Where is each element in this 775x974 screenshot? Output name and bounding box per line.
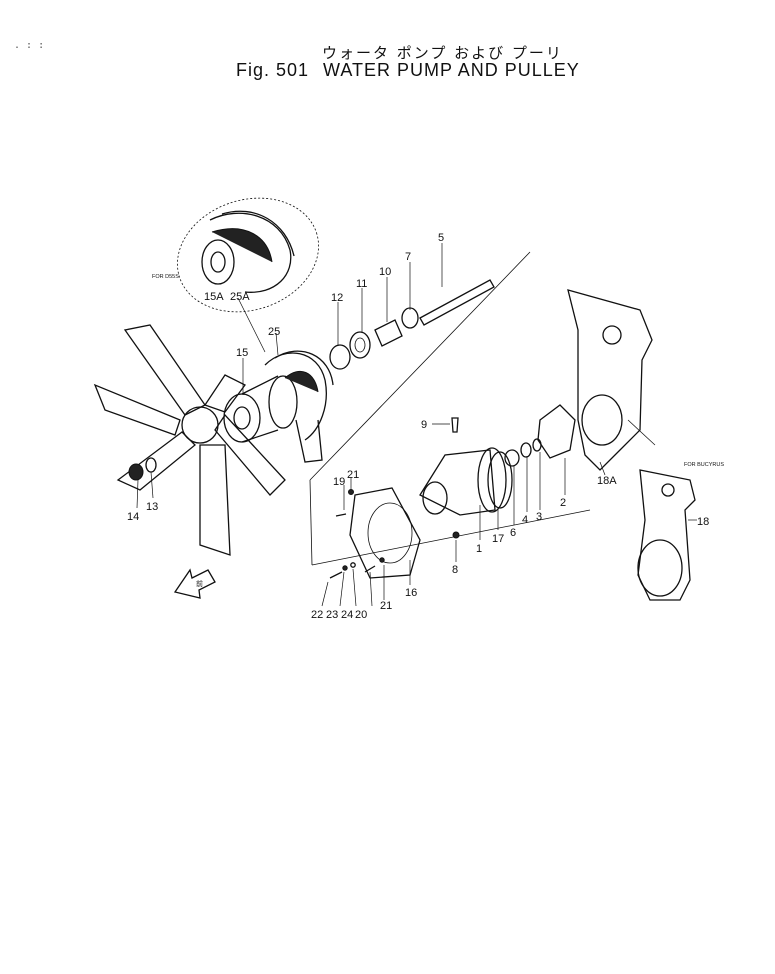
belt-pulley bbox=[264, 350, 334, 463]
label-17: 17 bbox=[492, 533, 504, 545]
label-1: 1 bbox=[476, 543, 482, 555]
bearing-11 bbox=[349, 331, 371, 359]
seal-4 bbox=[520, 442, 532, 458]
label-16: 16 bbox=[405, 587, 417, 599]
label-21-top: 21 bbox=[347, 469, 359, 481]
label-23: 23 bbox=[326, 609, 338, 621]
grease-fitting-9 bbox=[451, 417, 459, 433]
fan-assembly bbox=[93, 324, 286, 556]
label-2: 2 bbox=[560, 497, 566, 509]
assembly-frame bbox=[309, 251, 591, 566]
label-15: 15 bbox=[236, 347, 248, 359]
front-arrow-glyph: 前 bbox=[196, 579, 203, 588]
plug-8 bbox=[452, 531, 460, 539]
detail-note: FOR D55S bbox=[152, 274, 179, 280]
washer-13 bbox=[145, 457, 157, 473]
bolt-20 bbox=[364, 565, 376, 573]
seal-3 bbox=[532, 438, 542, 452]
label-10: 10 bbox=[379, 266, 391, 278]
label-21-bottom: 21 bbox=[380, 600, 392, 612]
spacer-10 bbox=[374, 319, 403, 347]
pump-housing bbox=[419, 447, 513, 516]
figure-number: Fig. 501 bbox=[236, 60, 310, 80]
detail-leader bbox=[237, 297, 266, 353]
nut-14 bbox=[128, 463, 144, 481]
label-25a: 25A bbox=[230, 291, 250, 303]
snap-ring-12 bbox=[329, 344, 351, 370]
washer-23 bbox=[342, 565, 348, 571]
washer-24 bbox=[350, 562, 356, 568]
label-13: 13 bbox=[146, 501, 158, 513]
label-11: 11 bbox=[356, 278, 367, 290]
fan-pulley bbox=[223, 375, 298, 443]
label-18a-text: 18A bbox=[597, 475, 617, 487]
label-14: 14 bbox=[127, 511, 139, 523]
bucyrus-leader bbox=[627, 419, 656, 446]
label-22: 22 bbox=[311, 609, 323, 621]
label-4: 4 bbox=[522, 514, 528, 526]
front-arrow: 前 bbox=[173, 568, 216, 599]
label-7: 7 bbox=[405, 251, 411, 263]
part-labels: 5 7 10 11 12 15A 25A 25 15 9 14 13 19 21… bbox=[127, 232, 709, 621]
label-9: 9 bbox=[421, 419, 427, 431]
bolt-19 bbox=[335, 513, 347, 517]
label-12: 12 bbox=[331, 292, 343, 304]
label-20: 20 bbox=[355, 609, 367, 621]
label-24: 24 bbox=[341, 609, 353, 621]
gear-case-18: FOR BUCYRUS bbox=[637, 462, 724, 601]
washer-21b bbox=[379, 557, 385, 563]
seal-6 bbox=[504, 449, 520, 467]
label-6: 6 bbox=[510, 527, 516, 539]
gear-case-18a bbox=[567, 289, 653, 471]
label-8: 8 bbox=[452, 564, 458, 576]
washer-21a bbox=[348, 489, 354, 495]
cover-16 bbox=[349, 487, 421, 579]
title-japanese: ウォータ ポンプ および プーリ bbox=[322, 44, 563, 62]
label-5: 5 bbox=[438, 232, 444, 244]
bearing-7 bbox=[401, 307, 419, 329]
impeller-2 bbox=[537, 404, 576, 459]
corner-marks: . : : bbox=[14, 40, 45, 51]
label-3: 3 bbox=[536, 511, 542, 523]
detail-bubble: FOR D55S bbox=[152, 197, 319, 313]
figure-title: Fig. 501 WATER PUMP AND PULLEY bbox=[236, 60, 594, 81]
leader-lines bbox=[136, 243, 697, 607]
bucyrus-note: FOR BUCYRUS bbox=[684, 462, 724, 468]
label-25: 25 bbox=[268, 326, 280, 338]
label-18: 18 bbox=[697, 516, 709, 528]
bolt-22 bbox=[329, 571, 343, 579]
label-19: 19 bbox=[333, 476, 345, 488]
shaft-5 bbox=[419, 279, 495, 326]
label-15a: 15A bbox=[204, 291, 224, 303]
figure-title-text: WATER PUMP AND PULLEY bbox=[323, 60, 580, 80]
